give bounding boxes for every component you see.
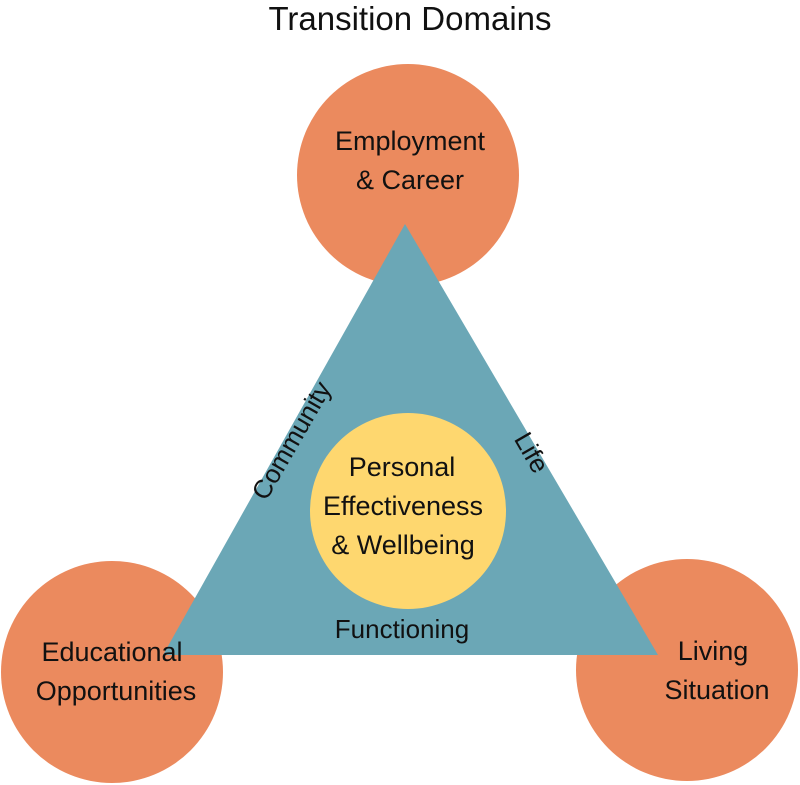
center-label-line1: Personal (349, 452, 456, 482)
edge-label-functioning: Functioning (335, 614, 469, 644)
living-label-line1: Living (678, 636, 749, 666)
educational-label-line2: Opportunities (36, 676, 197, 706)
center-label-line2: Effectiveness (323, 491, 483, 521)
living-label-line2: Situation (664, 675, 769, 705)
employment-label-line2: & Career (356, 165, 464, 195)
diagram-title: Transition Domains (268, 0, 551, 37)
circle-educational-opportunities (1, 561, 223, 783)
circle-personal-effectiveness (310, 413, 506, 609)
circle-employment-career (297, 64, 519, 286)
center-label-line3: & Wellbeing (331, 530, 475, 560)
educational-label-line1: Educational (41, 637, 182, 667)
employment-label-line1: Employment (335, 126, 486, 156)
